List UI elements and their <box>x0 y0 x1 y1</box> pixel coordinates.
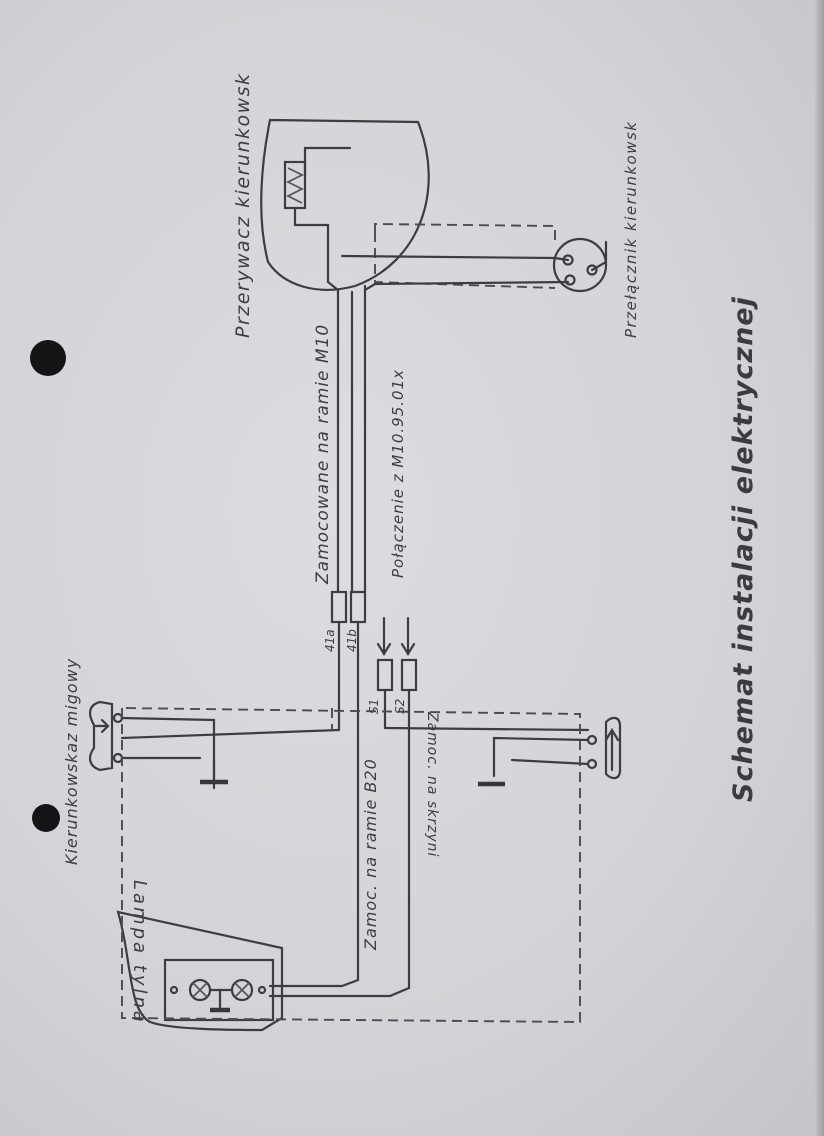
arrow-s1 <box>376 616 392 657</box>
label-41a: 41a <box>323 629 337 652</box>
arrow-s2 <box>400 616 416 657</box>
frame-dashed-boundary <box>121 707 581 1023</box>
wire-to-lamp-left <box>268 726 360 988</box>
label-interrupter: Przerywacz kierunkowsk <box>232 72 254 338</box>
label-switch: Przełącznik kierunkowsk <box>622 121 640 338</box>
label-mounted-b20: Zamoc. na ramie B20 <box>361 758 380 951</box>
label-41b: 41b <box>345 629 359 652</box>
main-wire-trunk <box>326 254 570 594</box>
connector-41 <box>330 590 367 732</box>
direction-switch <box>552 237 608 293</box>
label-s2: S2 <box>393 699 407 714</box>
punch-hole-top <box>30 340 66 376</box>
label-mounted-m10: Zamocowane na ramie M10 <box>313 324 333 585</box>
label-mounted-box: Zamoc. na skrzyni <box>424 711 440 857</box>
rear-lamp <box>116 910 284 1032</box>
label-rear-lamp: Lampa tylna <box>129 880 150 1025</box>
label-connection: Połączenie z M10.95.01x <box>389 369 407 578</box>
switch-dashed-boundary-bottom <box>374 232 556 289</box>
label-s1: S1 <box>367 699 381 714</box>
label-blinker: Kierunkowskaz migowy <box>62 658 81 865</box>
blinker-rear <box>383 716 622 780</box>
switch-dashed-boundary-top <box>374 223 556 242</box>
wire-to-lamp-right <box>268 726 411 998</box>
connector-s <box>376 658 418 730</box>
diagram-title: Schemat instalacji elektrycznej <box>728 296 759 802</box>
blinker-front <box>88 700 341 790</box>
interrupter-unit <box>260 118 430 291</box>
punch-hole-bottom <box>32 804 60 832</box>
